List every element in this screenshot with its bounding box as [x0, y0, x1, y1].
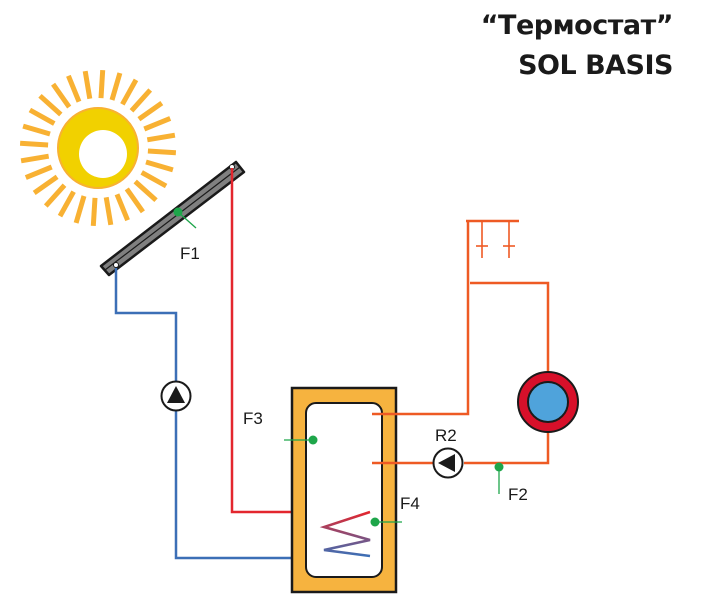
label-f2: F2 — [508, 485, 528, 504]
boiler-icon — [517, 371, 579, 433]
radiator-icon — [476, 221, 515, 258]
title-line-1: “Термостат” — [480, 10, 674, 41]
sun-ray — [28, 107, 56, 126]
sensor-f1 — [173, 207, 183, 217]
label-r2: R2 — [435, 426, 457, 445]
heating-circuit — [372, 219, 550, 465]
sun-icon — [19, 69, 177, 227]
sun-ray — [109, 72, 123, 101]
sun-ray — [143, 116, 172, 132]
sun-ray — [22, 123, 51, 137]
label-f3: F3 — [243, 409, 263, 428]
sun-ray — [129, 88, 153, 113]
sensor-f4 — [370, 517, 380, 527]
sensors — [173, 207, 504, 527]
sun-ray — [124, 187, 145, 214]
sensor-f3 — [308, 435, 318, 445]
sun-ray — [20, 153, 50, 164]
cold-return-pipe — [114, 268, 372, 560]
sun-ray — [66, 74, 82, 103]
heating-pump-icon — [432, 447, 464, 479]
sun-ray — [103, 196, 114, 226]
label-f4: F4 — [400, 494, 420, 513]
sun-ray — [38, 93, 63, 117]
sun-ray — [114, 193, 130, 222]
sun-ray — [146, 132, 176, 143]
sun-ray — [57, 190, 76, 218]
sun-ray — [43, 183, 67, 208]
storage-tank — [290, 386, 398, 594]
sun-ray — [32, 174, 59, 195]
sun-ray — [137, 101, 164, 122]
sensor-f2 — [494, 462, 504, 472]
sun-ray — [98, 69, 106, 99]
solar-collector — [99, 160, 246, 277]
sun-center — [79, 130, 127, 178]
sun-ray — [73, 195, 87, 224]
sun-ray — [19, 140, 49, 148]
heat-exchanger-coil — [319, 510, 371, 558]
sun-ray — [147, 148, 177, 156]
title-line-2: SOL BASIS — [518, 50, 673, 81]
sun-ray — [51, 82, 72, 109]
sun-ray — [82, 70, 93, 100]
solar-pump-icon — [160, 380, 192, 412]
label-f1: F1 — [180, 244, 200, 263]
sun-ray — [90, 197, 98, 227]
sun-ray — [145, 159, 174, 173]
sun-ray — [133, 179, 158, 203]
sun-ray — [140, 170, 168, 189]
sun-rays — [19, 69, 177, 227]
sun-ray — [120, 78, 139, 106]
sun-ray — [24, 164, 53, 180]
